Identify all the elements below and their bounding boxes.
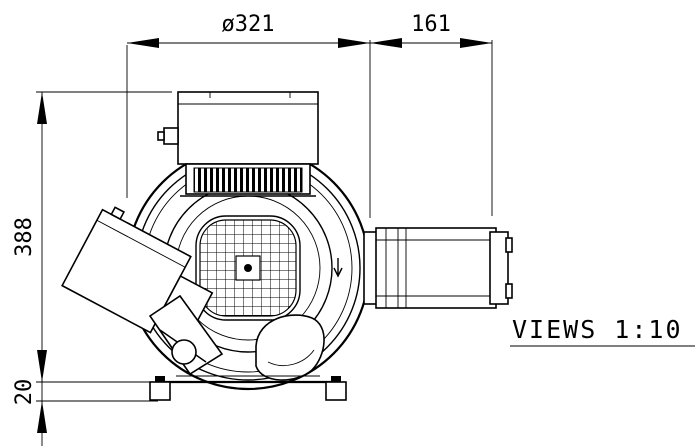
arrowhead <box>127 38 159 48</box>
motor-end-cap <box>489 231 509 305</box>
foot-height-label: 20 <box>12 379 37 406</box>
side-motor <box>363 227 513 309</box>
motor-bolt <box>505 237 513 253</box>
height-label: 388 <box>12 217 37 257</box>
cable-gland-nut <box>157 131 165 141</box>
foot-bolt <box>155 376 165 382</box>
outlet-silencer-line <box>267 349 315 366</box>
base-frame <box>149 375 347 401</box>
diameter-label: ø321 <box>222 12 275 37</box>
arrowhead <box>460 38 492 48</box>
motor-bolt <box>505 283 513 299</box>
arrowhead <box>37 92 47 124</box>
depth-label: 161 <box>411 12 451 37</box>
silencer-cap <box>110 206 126 221</box>
cable-gland <box>163 127 179 145</box>
foot-right <box>325 381 347 401</box>
fan-shaft <box>244 264 252 272</box>
dimension-lines <box>36 38 695 446</box>
scale-note: VIEWS 1:10 <box>512 315 683 344</box>
inlet-silencer <box>61 206 214 334</box>
foot-bolt <box>331 376 341 382</box>
outlet-silencer <box>255 314 325 381</box>
rotation-arrow <box>333 258 343 278</box>
foot-left <box>149 381 171 401</box>
terminal-box <box>157 91 319 197</box>
arrowhead <box>37 401 47 433</box>
cooling-fins <box>193 167 303 193</box>
arrowhead <box>370 38 402 48</box>
motor-body <box>375 227 497 309</box>
outlet-flange <box>171 339 197 365</box>
arrowhead <box>338 38 370 48</box>
terminal-box-body <box>177 91 319 165</box>
outlet-duct <box>148 294 224 376</box>
fan-guard <box>195 215 301 321</box>
silencer-line <box>96 219 186 268</box>
